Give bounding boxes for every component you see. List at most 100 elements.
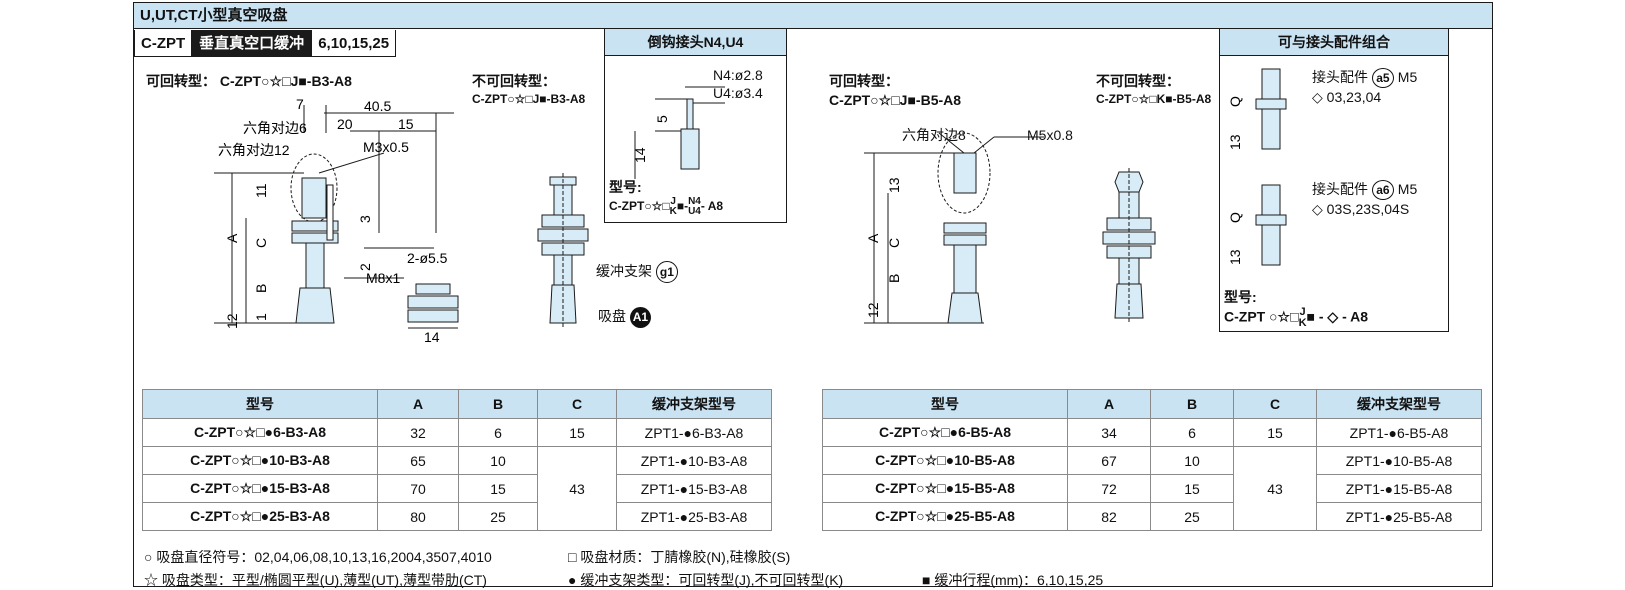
combo-13a: 13 (1227, 134, 1243, 150)
dim-hole: 2-ø5.5 (407, 250, 448, 266)
legend-star: ☆ 吸盘类型：平型/椭圆平型(U),薄型(UT),薄型带肋(CT) (144, 572, 487, 588)
combo-j: J (1299, 306, 1306, 318)
left-dimension-drawing: 7 40.5 20 15 六角对边6 六角对边12 M3x0.5 11 A C … (214, 96, 454, 329)
col-B: B (458, 389, 538, 419)
combo-drawing: Q 13 Q 13 (1227, 68, 1287, 266)
table-row: C-ZPT○☆□●10-B3-A8 65 10 43 ZPT1-●10-B3-A… (142, 446, 772, 531)
combo-model-label: 型号: (1224, 289, 1257, 305)
dim-C: C (253, 238, 269, 248)
table-row: C-ZPT○☆□●25-B5-A8 82 25 ZPT1-●25-B5-A8 (822, 502, 1482, 531)
pad-callout: 吸盘 A1 (598, 306, 651, 328)
right-dim-13: 13 (886, 177, 902, 193)
right-dimension-drawing: 13 A C B 12 (864, 132, 1044, 324)
cell-A: 32 (377, 418, 459, 447)
table-row: C-ZPT○☆□●15-B5-A8 72 15 ZPT1-●15-B5-A8 (822, 474, 1482, 503)
right-dim-A: A (865, 233, 881, 243)
col-bracket: 缓冲支架型号 (1316, 389, 1482, 419)
barb-code-c: - A8 (700, 199, 724, 214)
spec-table-left: 型号 A B C 缓冲支架型号 C-ZPT○☆□●6-B3-A8 32 6 15… (142, 389, 772, 531)
right-hex8: 六角对边8 (902, 127, 966, 143)
left-rotatable-code: C-ZPT○☆□J■-B3-A8 (219, 73, 352, 89)
dim-m8: M8x1 (366, 270, 400, 286)
table-row: C-ZPT○☆□●15-B3-A8 70 15 ZPT1-●15-B3-A8 (142, 474, 772, 503)
dim-hex6: 六角对边6 (243, 120, 307, 136)
cell-model: C-ZPT○☆□●10-B5-A8 (822, 446, 1068, 475)
combo-m5a: M5 (1397, 69, 1418, 85)
cell-model: C-ZPT○☆□●25-B3-A8 (142, 502, 378, 531)
right-dim-C: C (886, 238, 902, 248)
fitting-combo-box: 可与接头配件组合 Q 13 Q 13 接头配件 a5 M5 ◇ 03,23,04… (1219, 29, 1449, 332)
cell-C: 43 (537, 446, 617, 531)
barb-n4-sub: N4 (688, 196, 701, 207)
right-rotatable-code: C-ZPT○☆□J■-B5-A8 (829, 92, 962, 108)
barb-code-a: C-ZPT○☆□ (609, 199, 670, 214)
dim-hex12: 六角对边12 (218, 142, 290, 158)
table-row: C-ZPT○☆□●6-B3-A8 32 6 15 ZPT1-●6-B3-A8 (142, 418, 772, 447)
right-bracket-drawing (1102, 168, 1156, 323)
cell-bracket: ZPT1-●25-B5-A8 (1316, 502, 1482, 531)
cell-bracket: ZPT1-●15-B5-A8 (1316, 474, 1482, 503)
cell-B: 6 (458, 418, 538, 447)
combo-m5b: M5 (1397, 181, 1418, 197)
col-bracket: 缓冲支架型号 (616, 389, 772, 419)
barb-k: K (669, 206, 677, 217)
cell-B: 25 (1150, 502, 1234, 531)
cell-bracket: ZPT1-●25-B3-A8 (616, 502, 772, 531)
cell-model: C-ZPT○☆□●15-B3-A8 (142, 474, 378, 503)
dim-B: B (253, 284, 269, 293)
cell-B: 10 (458, 446, 538, 475)
combo-title: 可与接头配件组合 (1220, 29, 1448, 56)
barb-drawing: 5 14 (632, 86, 725, 179)
legend-circle: ○ 吸盘直径符号：02,04,06,08,10,13,16,2004,3507,… (144, 549, 492, 565)
dim-20: 20 (337, 116, 353, 132)
dim-11: 11 (253, 183, 269, 198)
combo-k: K (1298, 317, 1307, 329)
left-nonrot-label: 不可回转型： (472, 73, 556, 89)
model-tag-row: C-ZPT 垂直真空口缓冲 6,10,15,25 (134, 30, 397, 57)
cell-model: C-ZPT○☆□●15-B5-A8 (822, 474, 1068, 503)
cell-A: 72 (1067, 474, 1151, 503)
table-row: C-ZPT○☆□●6-B5-A8 34 6 15 ZPT1-●6-B5-A8 (822, 418, 1482, 447)
cell-A: 82 (1067, 502, 1151, 531)
right-m5: M5x0.8 (1027, 127, 1073, 143)
pad-callout-text: 吸盘 (598, 308, 626, 324)
col-C: C (1233, 389, 1317, 419)
dim-3: 3 (357, 215, 373, 223)
cell-A: 34 (1067, 418, 1151, 447)
col-model: 型号 (822, 389, 1068, 419)
badge-g1: g1 (655, 261, 678, 283)
table-header-row: 型号 A B C 缓冲支架型号 (142, 389, 772, 419)
cell-B: 6 (1150, 418, 1234, 447)
dim-7: 7 (296, 96, 304, 112)
barb-model-label: 型号: (609, 179, 642, 195)
cell-A: 80 (377, 502, 459, 531)
barb-u4-sub: U4 (688, 206, 701, 217)
combo-fit1: 接头配件 a5 M5 (1312, 67, 1417, 88)
combo-fit1-text: 接头配件 (1312, 69, 1368, 85)
right-dim-B: B (886, 274, 902, 283)
model-tag: C-ZPT (134, 30, 193, 57)
cell-model: C-ZPT○☆□●6-B5-A8 (822, 418, 1068, 447)
cell-A: 65 (377, 446, 459, 475)
left-bracket-drawing (537, 173, 589, 328)
left-side-view: 14 (407, 283, 459, 345)
barb-n4: N4:ø2.8 (713, 67, 763, 83)
combo-fit2-text: 接头配件 (1312, 181, 1368, 197)
dim-12: 12 (224, 313, 240, 329)
desc-tag: 垂直真空口缓冲 (192, 30, 312, 57)
barb-u4: U4:ø3.4 (713, 85, 763, 101)
right-nonrot-code: C-ZPT○☆□K■-B5-A8 (1096, 92, 1212, 106)
col-C: C (537, 389, 617, 419)
cell-C: 15 (537, 418, 617, 447)
col-B: B (1150, 389, 1234, 419)
catalog-panel: U,UT,CT小型真空吸盘 C-ZPT 垂直真空口缓冲 6,10,15,25 可… (133, 2, 1493, 588)
cell-B: 10 (1150, 446, 1234, 475)
cell-B: 25 (458, 502, 538, 531)
cell-bracket: ZPT1-●10-B5-A8 (1316, 446, 1482, 475)
cell-bracket: ZPT1-●10-B3-A8 (616, 446, 772, 475)
cell-model: C-ZPT○☆□●10-B3-A8 (142, 446, 378, 475)
combo-code-a: C-ZPT ○☆□ (1224, 308, 1299, 325)
barb-j: J (670, 196, 676, 207)
combo-q2: Q (1227, 212, 1243, 223)
